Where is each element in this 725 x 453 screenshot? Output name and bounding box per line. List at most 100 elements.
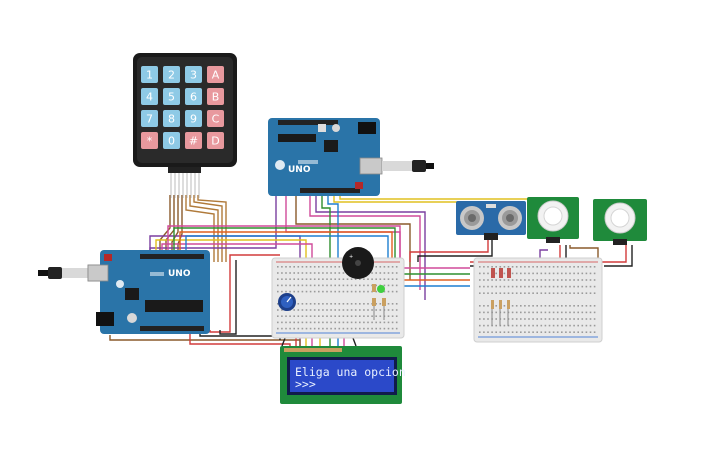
keypad-key-*[interactable] bbox=[141, 132, 158, 149]
breadboard-hole bbox=[342, 272, 345, 274]
breadboard-hole bbox=[577, 318, 579, 320]
breadboard-hole bbox=[313, 266, 316, 268]
breadboard-hole bbox=[318, 309, 320, 311]
keypad-key-#[interactable] bbox=[185, 132, 202, 149]
keypad-key-C[interactable] bbox=[207, 110, 224, 127]
breadboard-hole bbox=[589, 266, 592, 268]
breadboard-hole bbox=[573, 279, 575, 281]
breadboard-hole bbox=[281, 278, 283, 280]
breadboard-hole bbox=[281, 321, 283, 324]
breadboard-hole bbox=[483, 266, 485, 268]
buzzer[interactable]: + bbox=[342, 247, 374, 279]
keypad-key-B[interactable] bbox=[207, 88, 224, 105]
breadboard-hole bbox=[511, 279, 514, 281]
keypad-key-9[interactable] bbox=[185, 110, 202, 127]
breadboard-hole bbox=[379, 327, 382, 330]
breadboard-hole bbox=[289, 266, 291, 268]
breadboard-hole bbox=[301, 315, 304, 317]
breadboard-hole bbox=[565, 318, 567, 320]
breadboard-hole bbox=[379, 309, 382, 311]
breadboard-hole bbox=[375, 327, 377, 330]
breadboard-hole bbox=[528, 318, 530, 320]
keypad-key-4[interactable] bbox=[141, 88, 158, 105]
breadboard-hole bbox=[528, 272, 530, 275]
pir-sensor-2[interactable] bbox=[593, 199, 647, 245]
breadboard-hole bbox=[495, 311, 497, 314]
breadboard-hole bbox=[395, 303, 398, 305]
keypad-key-D[interactable] bbox=[207, 132, 224, 149]
keypad-key-label: 2 bbox=[168, 69, 175, 82]
breadboard-hole bbox=[491, 292, 493, 294]
breadboard-hole bbox=[301, 321, 304, 324]
breadboard-hole bbox=[387, 309, 390, 311]
keypad-key-0[interactable] bbox=[163, 132, 180, 149]
breadboard-hole bbox=[354, 303, 357, 305]
breadboard-hole bbox=[326, 321, 328, 324]
breadboard-hole bbox=[354, 309, 357, 311]
lcd-display: Eliga una opcion >>> bbox=[280, 346, 406, 404]
breadboard-hole bbox=[495, 285, 497, 288]
breadboard-hole bbox=[326, 266, 328, 268]
breadboard-hole bbox=[375, 315, 377, 317]
breadboard-hole bbox=[363, 284, 365, 287]
arduino-uno-top[interactable]: UNO bbox=[268, 118, 434, 196]
breadboard-hole bbox=[581, 311, 584, 314]
keypad-key-5[interactable] bbox=[163, 88, 180, 105]
keypad-key-label: 6 bbox=[190, 91, 197, 104]
keypad-key-A[interactable] bbox=[207, 66, 224, 83]
arduino-uno-left[interactable]: UNO bbox=[38, 250, 210, 334]
breadboard-hole bbox=[346, 290, 349, 293]
breadboard-hole bbox=[524, 279, 526, 281]
breadboard-hole bbox=[536, 292, 538, 294]
keypad-key-3[interactable] bbox=[185, 66, 202, 83]
breadboard-hole bbox=[387, 290, 390, 293]
breadboard-hole bbox=[593, 285, 596, 288]
breadboard-hole bbox=[305, 272, 308, 274]
breadboard-hole bbox=[479, 305, 481, 307]
breadboard-hole bbox=[532, 305, 534, 307]
keypad-key-8[interactable] bbox=[163, 110, 180, 127]
breadboard-hole bbox=[318, 315, 320, 317]
breadboard-hole bbox=[371, 309, 373, 311]
breadboard-hole bbox=[285, 284, 287, 287]
breadboard-hole bbox=[581, 331, 584, 333]
breadboard-hole bbox=[577, 292, 579, 294]
breadboard-hole bbox=[479, 331, 481, 333]
breadboard-hole bbox=[285, 290, 287, 293]
breadboard-hole bbox=[585, 285, 588, 288]
keypad-key-2[interactable] bbox=[163, 66, 180, 83]
breadboard-hole bbox=[277, 309, 279, 311]
breadboard-hole bbox=[301, 266, 304, 268]
breadboard-hole bbox=[375, 290, 377, 293]
breadboard-hole bbox=[479, 311, 481, 314]
keypad-key-6[interactable] bbox=[185, 88, 202, 105]
keypad-key-label: 3 bbox=[190, 69, 197, 82]
keypad-key-label: A bbox=[212, 69, 220, 82]
breadboard-hole bbox=[565, 266, 567, 268]
breadboard-hole bbox=[350, 278, 353, 280]
breadboard-hole bbox=[379, 321, 382, 324]
breadboard-hole bbox=[318, 272, 320, 274]
keypad-key-label: C bbox=[212, 113, 220, 126]
breadboard-hole bbox=[297, 284, 300, 287]
keypad-key-7[interactable] bbox=[141, 110, 158, 127]
ultrasonic-sensor[interactable] bbox=[456, 201, 526, 240]
breadboard-hole bbox=[483, 331, 485, 333]
breadboard-hole bbox=[544, 285, 547, 288]
breadboard-hole bbox=[540, 285, 543, 288]
breadboard-hole bbox=[491, 331, 493, 333]
keypad-key-1[interactable] bbox=[141, 66, 158, 83]
breadboard-hole bbox=[363, 303, 365, 305]
breadboard-hole bbox=[495, 318, 497, 320]
breadboard-hole bbox=[483, 272, 485, 275]
breadboard-hole bbox=[491, 279, 493, 281]
pir-sensor-1[interactable] bbox=[527, 197, 579, 243]
breadboard-hole bbox=[483, 279, 485, 281]
breadboard-hole bbox=[589, 305, 592, 307]
breadboard-hole bbox=[520, 279, 522, 281]
breadboard-hole bbox=[375, 278, 377, 280]
potentiometer[interactable] bbox=[278, 293, 296, 311]
breadboard-hole bbox=[487, 279, 489, 281]
breadboard-hole bbox=[326, 327, 328, 330]
